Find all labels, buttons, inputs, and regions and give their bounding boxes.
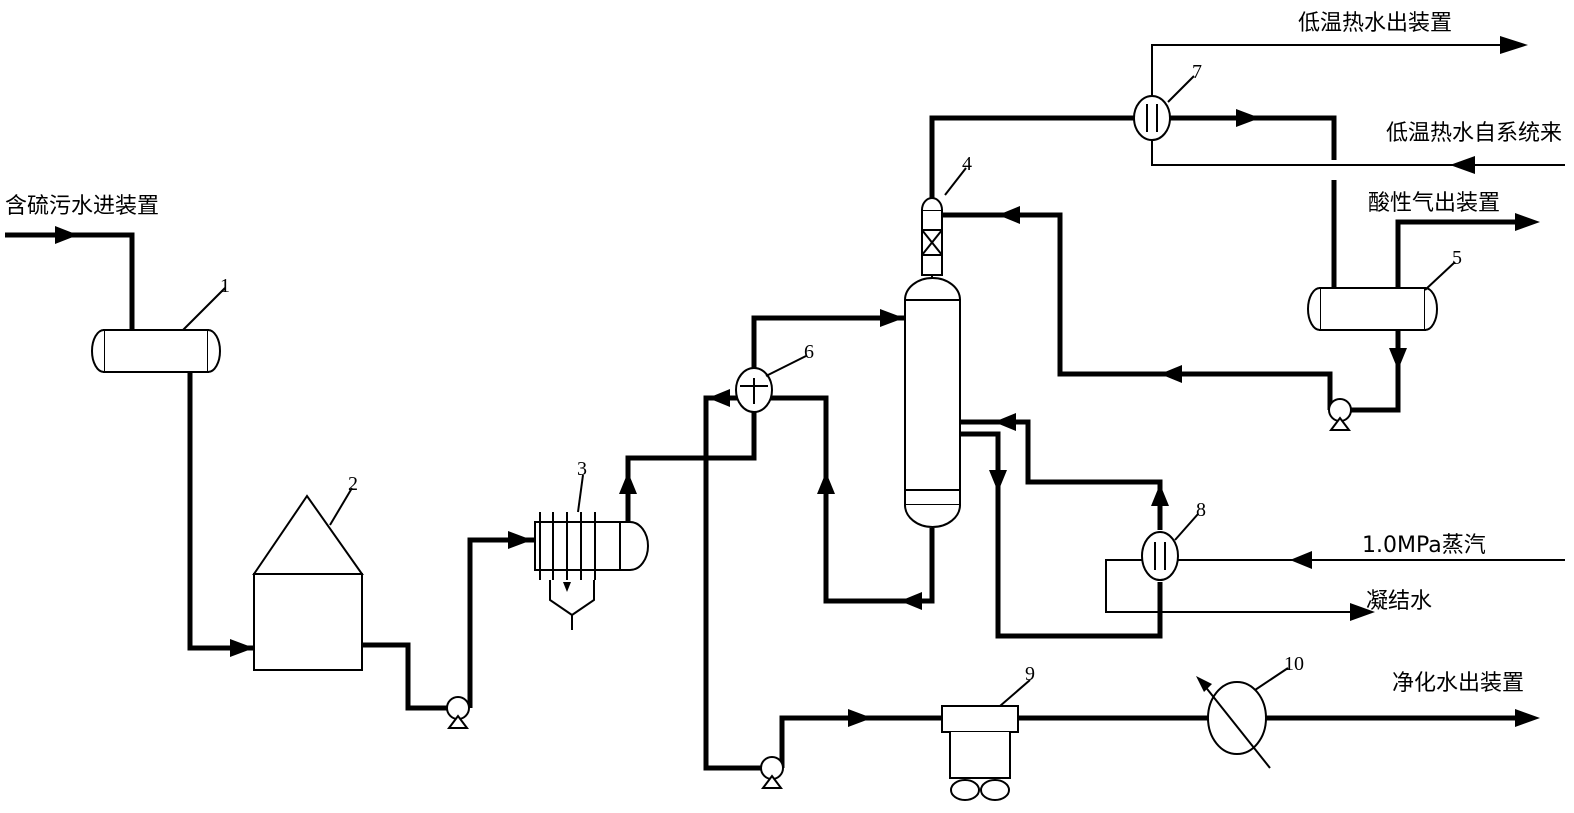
equipment-number-2: 2 (348, 473, 358, 495)
reflux-pump (1328, 398, 1352, 431)
arrow-into-exchanger-3 (508, 531, 532, 549)
drum-5 (1307, 287, 1438, 331)
cooler-10 (1196, 676, 1271, 769)
pipe-condenser-7-to-drum-5 (1170, 115, 1337, 160)
arrow-lt-hot-water-out (1500, 36, 1528, 54)
equipment-number-8: 8 (1196, 499, 1206, 521)
exchanger-6 (735, 367, 773, 413)
arrow-reboiler-draw (989, 470, 1007, 492)
equipment-number-9: 9 (1025, 663, 1035, 685)
line-lt-hot-water-out (1151, 44, 1510, 100)
arrow-condensate (1350, 603, 1375, 621)
arrow-to-filter-9 (848, 709, 872, 727)
arrow-up-to-exchanger-6 (619, 472, 637, 494)
line-lt-hot-water-return (1151, 135, 1565, 166)
utility-lines (1105, 44, 1565, 613)
pipe-drum-5-to-acid-gas (1395, 219, 1515, 288)
pipe-column-overhead-to-condenser-7 (929, 115, 1135, 198)
feed-pump (446, 696, 470, 729)
exchanger-3 (534, 512, 649, 630)
pipe-tank-2-to-pump (362, 642, 450, 711)
arrow-purified-water-out (1515, 709, 1540, 727)
arrow-into-column (880, 309, 904, 327)
label-steam-in: 1.0MPa蒸汽 (1362, 533, 1486, 558)
arrow-steam-in (1290, 551, 1312, 569)
tank-2 (252, 494, 364, 671)
column-4 (904, 197, 961, 528)
condenser-7 (1133, 95, 1171, 141)
arrow-bottoms-return (900, 592, 922, 610)
flow-arrows (55, 36, 1540, 727)
pipe-drum-1-to-tank-2 (187, 372, 254, 651)
filter-9 (941, 705, 1019, 801)
bottoms-pump (760, 756, 784, 789)
equipment-number-6: 6 (804, 341, 814, 363)
equipment-number-7: 7 (1192, 61, 1202, 83)
label-acid-gas-out: 酸性气出装置 (1368, 191, 1500, 216)
pipe-reflux-to-column (942, 212, 1333, 410)
label-condensate: 凝结水 (1366, 589, 1432, 614)
pipe-column-bottom-to-exchanger-6 (768, 395, 935, 604)
pipe-exchanger-3-to-exchanger-6 (625, 405, 757, 530)
reboiler-8 (1141, 531, 1179, 581)
pipe-drum-5-to-reflux-pump (1350, 330, 1401, 413)
pipe-feed-to-drum-1 (5, 232, 135, 330)
arrow-drum-5-down (1389, 348, 1407, 370)
arrow-reboiler-return (994, 413, 1016, 431)
arrow-feed (55, 226, 78, 244)
line-condensate (1105, 559, 1358, 613)
pipe-exchanger-6-to-column-4 (751, 315, 905, 375)
pipe-bottoms-pump-to-filter-9 (779, 715, 942, 768)
arrow-into-bottoms-line (708, 389, 730, 407)
number-leaders (182, 75, 1456, 707)
pipe-column-to-reboiler (960, 431, 1163, 639)
label-purified-water-out: 净化水出装置 (1392, 671, 1524, 696)
equipment-number-1: 1 (220, 275, 230, 297)
label-lt-hot-water-out: 低温热水出装置 (1298, 11, 1452, 36)
arrow-into-tank-2 (230, 639, 254, 657)
equipment-number-10: 10 (1284, 653, 1304, 675)
arrow-acid-gas-out (1515, 213, 1540, 231)
arrow-overhead (1236, 109, 1260, 127)
pipe-reboiler-to-column (960, 419, 1163, 530)
arrow-reflux-left (1160, 365, 1182, 383)
equipment-number-5: 5 (1452, 247, 1462, 269)
arrow-reboiler-up (1151, 484, 1169, 506)
arrow-up-to-exchanger-6-bottoms (817, 472, 835, 494)
arrow-lt-hot-water-in (1450, 156, 1475, 174)
equipment-number-4: 4 (962, 153, 972, 175)
equipment-number-3: 3 (577, 458, 587, 480)
drum-1 (91, 329, 221, 373)
arrow-reflux-into-column (998, 206, 1020, 224)
pipe-pump-to-exchanger-3 (467, 537, 535, 708)
label-sour-water-in: 含硫污水进装置 (5, 194, 159, 219)
label-lt-hot-water-in: 低温热水自系统来 (1386, 121, 1562, 146)
